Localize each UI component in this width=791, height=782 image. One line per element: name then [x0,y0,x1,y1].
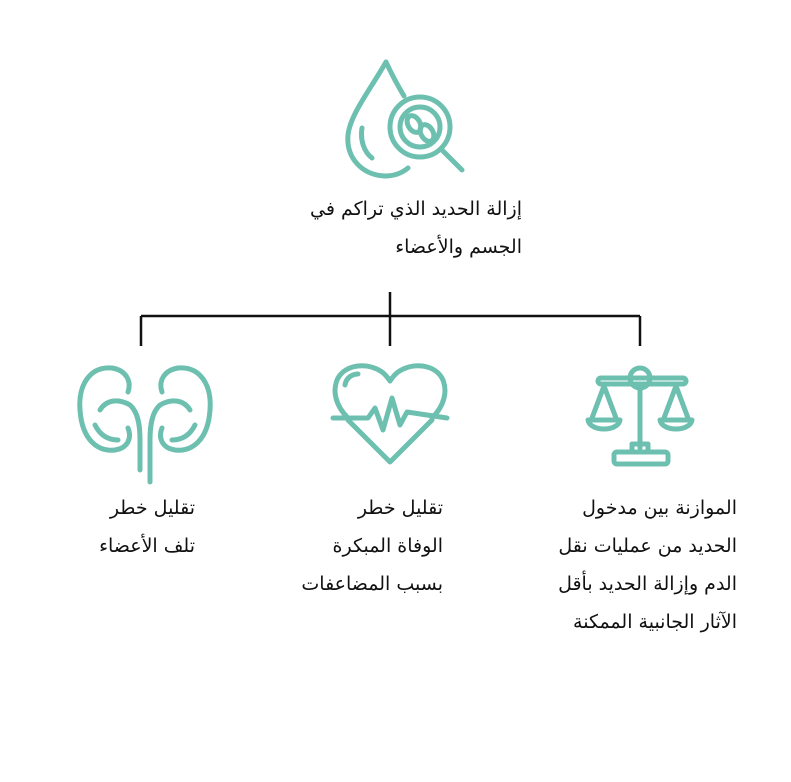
branch-line: بسبب المضاعفات [301,573,443,595]
branch-line: تلف الأعضاء [99,535,195,557]
branch-line: الوفاة المبكرة [332,535,443,557]
branch-line: الدم وإزالة الحديد بأقل [558,573,737,595]
root-node-text: إزالة الحديد الذي تراكم في الجسم والأعضا… [310,190,522,266]
branch-line: الآثار الجانبية الممكنة [573,611,737,633]
branch-line: الحديد من عمليات نقل [558,535,737,557]
branch-line: الموازنة بين مدخول [582,497,737,519]
branch-organ-text: تقليل خطر تلف الأعضاء [99,489,195,565]
root-line: الجسم والأعضاء [395,236,522,258]
branch-balance-text: الموازنة بين مدخول الحديد من عمليات نقل … [558,489,737,641]
branch-line: تقليل خطر [109,497,195,519]
branch-line: تقليل خطر [357,497,443,519]
branch-mortality-text: تقليل خطر الوفاة المبكرة بسبب المضاعفات [301,489,443,603]
root-line: إزالة الحديد الذي تراكم في [309,198,522,220]
